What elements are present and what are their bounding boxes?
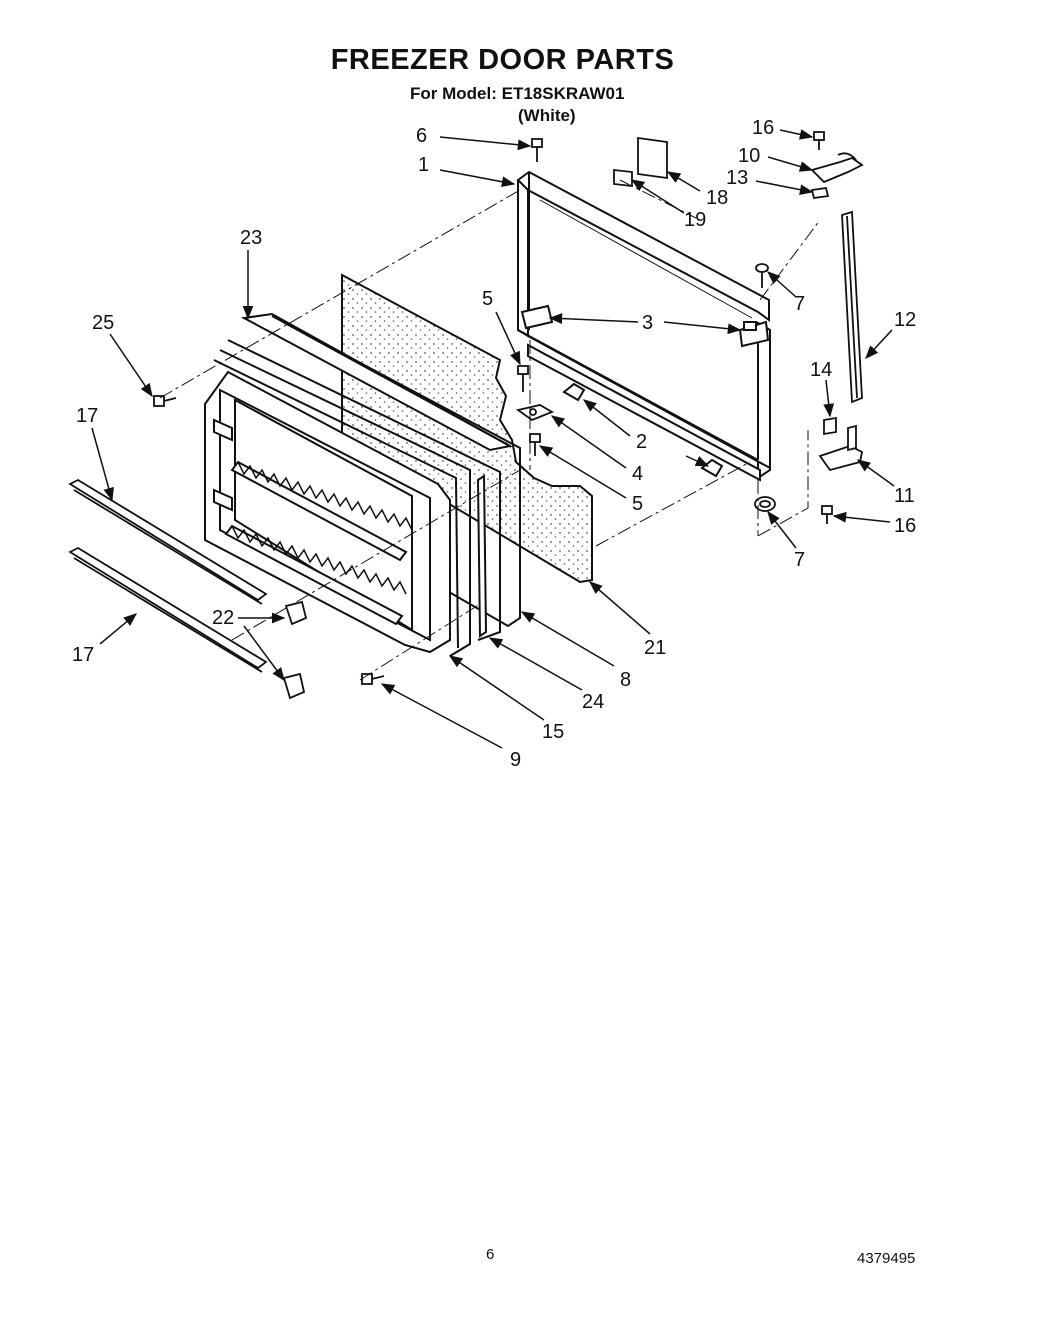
callout-17-lower: 17 (72, 644, 94, 666)
callout-16-upper: 16 (752, 117, 774, 139)
callout-12: 12 (894, 309, 916, 331)
leader-arrows (91, 129, 895, 749)
model-number: For Model: ET18SKRAW01 (410, 84, 625, 103)
callout-16-lower: 16 (894, 515, 916, 537)
callout-1: 1 (418, 154, 429, 176)
callout-7-upper: 7 (794, 293, 805, 315)
callout-labels: 1 2 3 4 5 5 6 7 7 8 9 10 11 12 13 14 15 … (72, 117, 916, 771)
callout-13: 13 (726, 167, 748, 189)
callout-10: 10 (738, 145, 760, 167)
door-liner-layers (213, 312, 521, 657)
callout-23: 23 (240, 227, 262, 249)
document-number: 4379495 (857, 1250, 916, 1267)
callout-19: 19 (684, 209, 706, 231)
hinge-assembly (810, 152, 864, 472)
callout-21: 21 (644, 637, 666, 659)
callout-2: 2 (636, 431, 647, 453)
page-number: 6 (486, 1246, 495, 1263)
callout-3: 3 (642, 312, 653, 334)
alignment-lines (159, 179, 821, 681)
callout-9: 9 (510, 749, 521, 771)
callout-4: 4 (632, 463, 643, 485)
callout-8: 8 (620, 669, 631, 691)
callout-14: 14 (810, 359, 832, 381)
callout-22: 22 (212, 607, 234, 629)
callout-6: 6 (416, 125, 427, 147)
callout-11: 11 (894, 485, 915, 507)
callout-15: 15 (542, 721, 564, 743)
small-hardware (153, 131, 833, 685)
callout-5-lower: 5 (632, 493, 643, 515)
callout-18: 18 (706, 187, 728, 209)
shelf-bars (68, 478, 308, 700)
callout-7-lower: 7 (794, 549, 805, 571)
color-variant: (White) (518, 106, 576, 125)
callout-24: 24 (582, 691, 604, 713)
inner-door-liner (204, 370, 451, 654)
callout-17-upper: 17 (76, 405, 98, 427)
door-frame-part (516, 170, 771, 482)
callout-25: 25 (92, 312, 114, 334)
page-title: FREEZER DOOR PARTS (330, 44, 675, 76)
callout-5-upper: 5 (482, 288, 493, 310)
